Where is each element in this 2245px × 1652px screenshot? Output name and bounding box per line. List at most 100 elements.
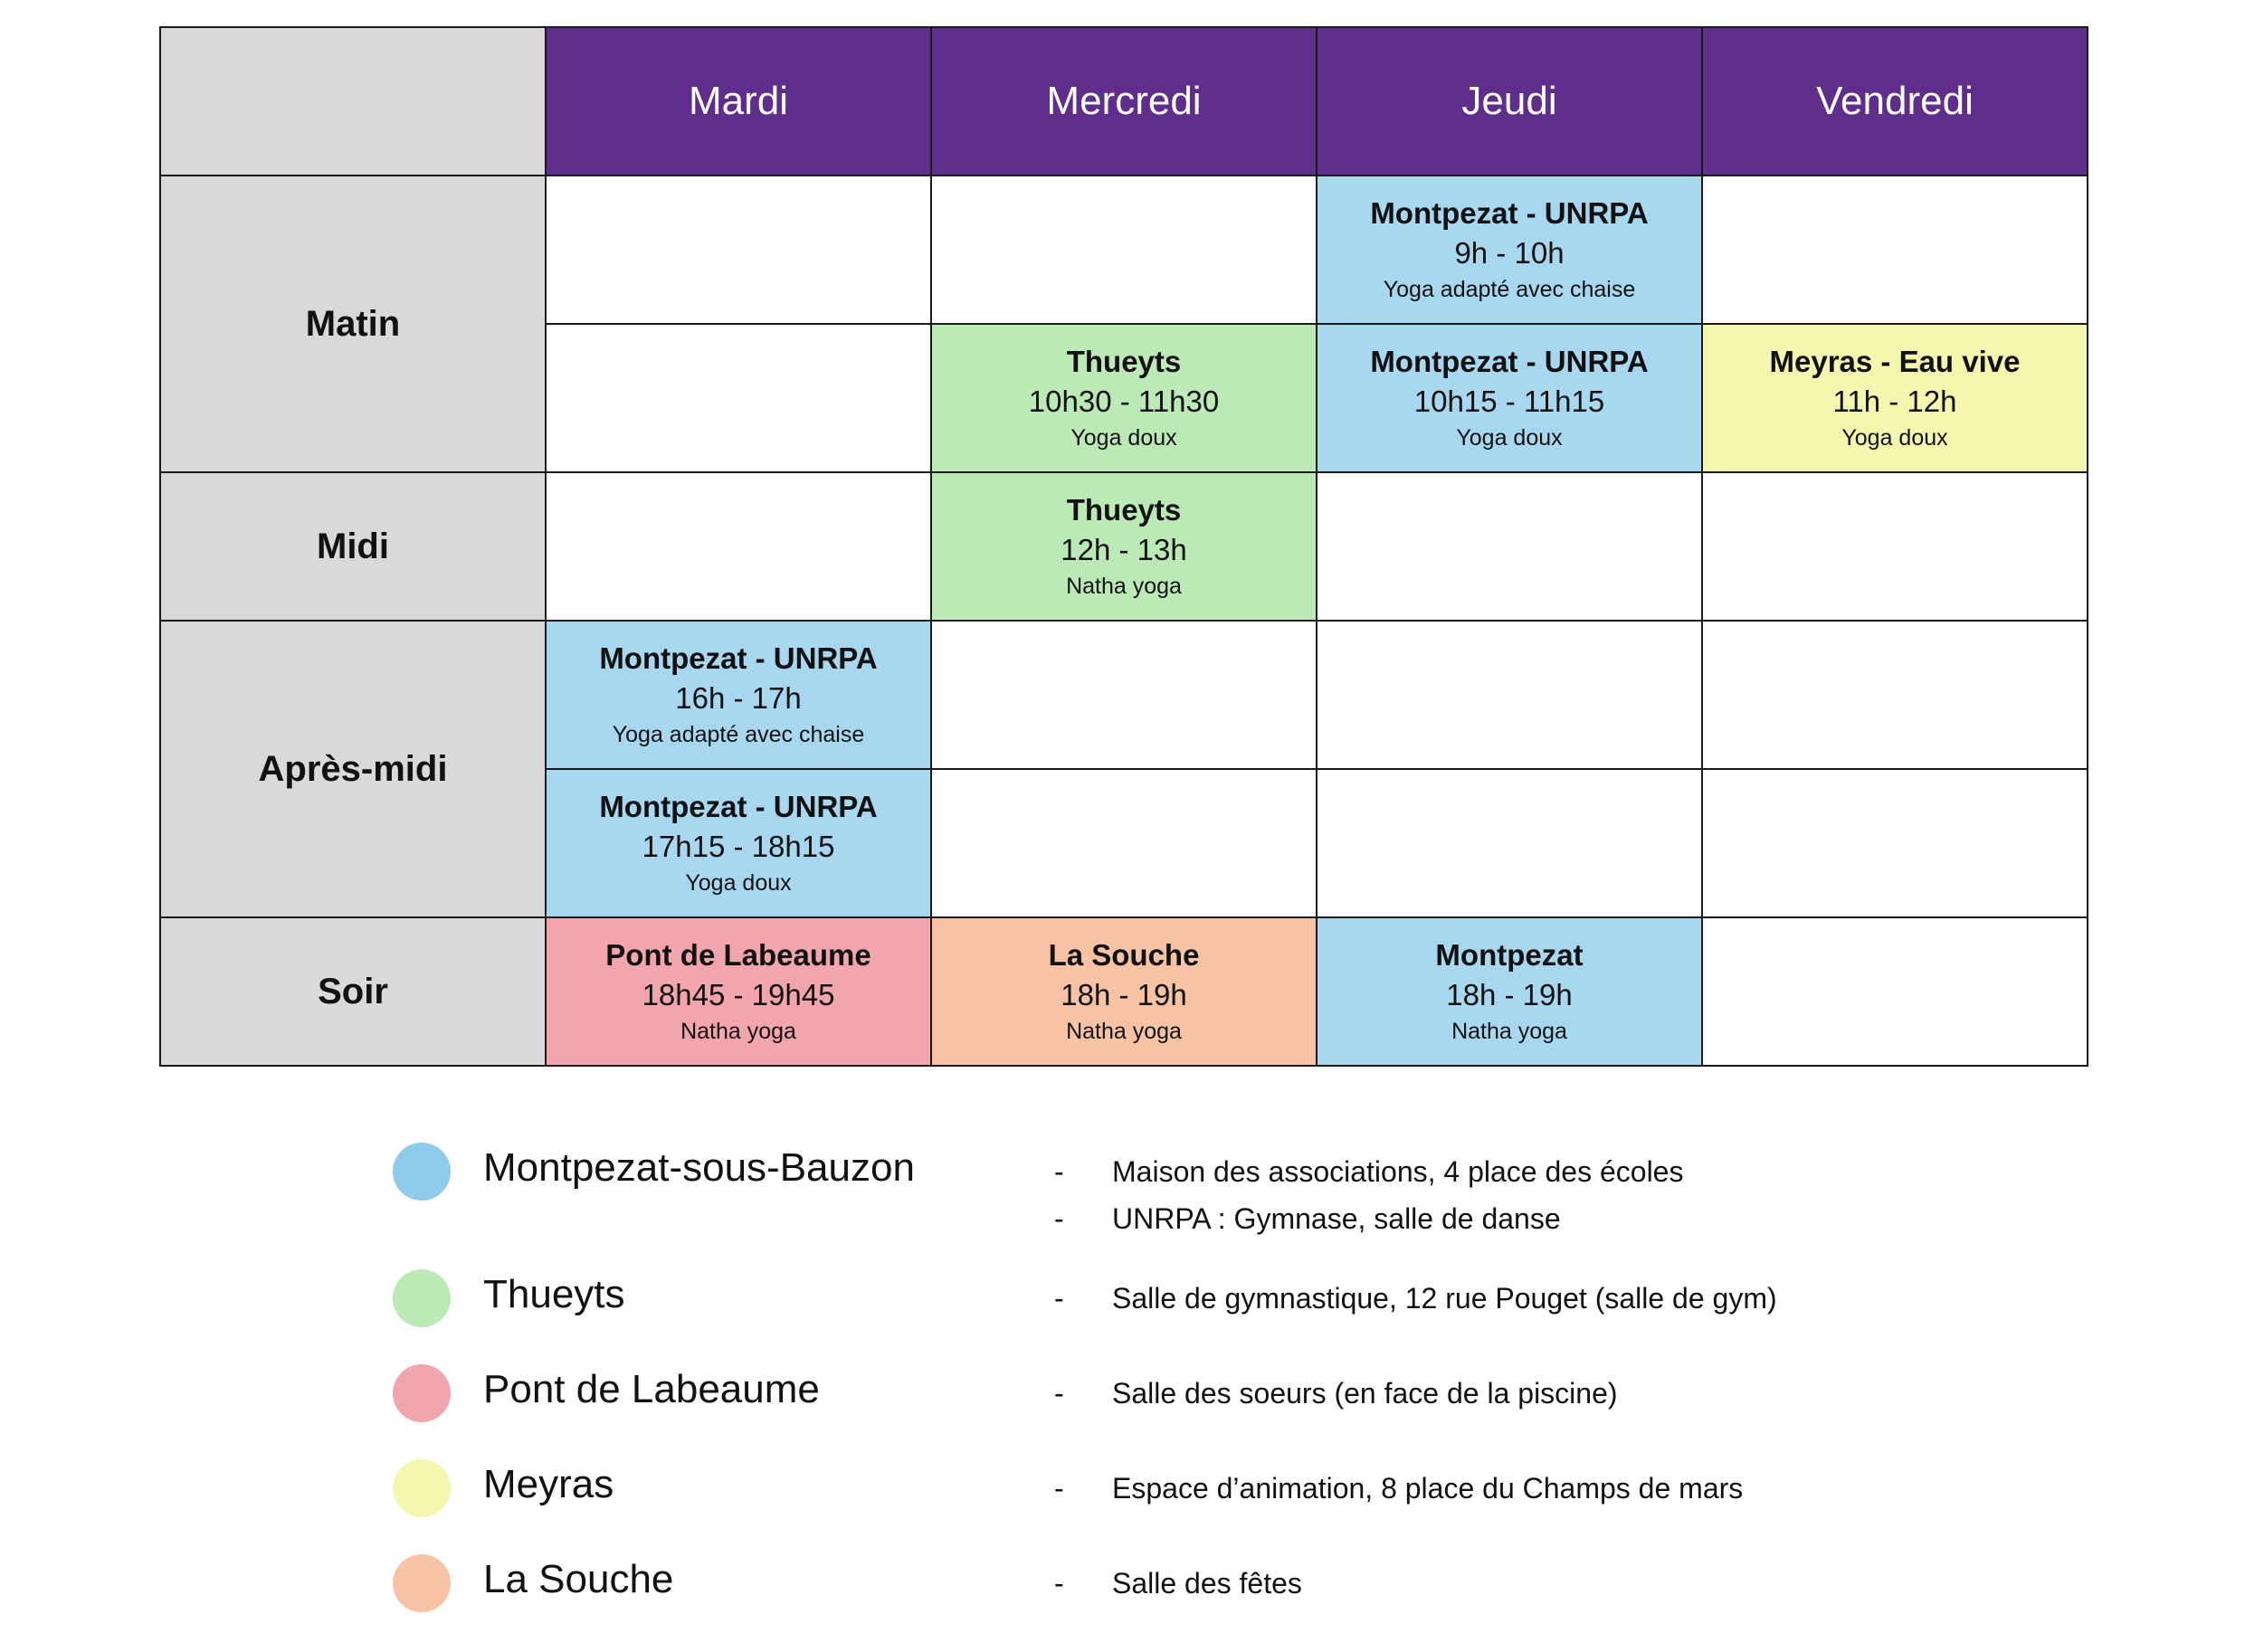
slot-place: Montpezat - UNRPA bbox=[1370, 345, 1649, 378]
header-row: Mardi Mercredi Jeudi Vendredi bbox=[159, 26, 2088, 176]
address-text: UNRPA : Gymnase, salle de danse bbox=[1112, 1202, 1561, 1235]
schedule-table: Mardi Mercredi Jeudi Vendredi Matin Mont… bbox=[159, 26, 2088, 1067]
slot-mardi-matin-1 bbox=[545, 175, 932, 325]
slot-time: 18h45 - 19h45 bbox=[642, 978, 835, 1011]
slot-time: 12h - 13h bbox=[1061, 533, 1187, 566]
slot-type: Yoga doux bbox=[1456, 425, 1563, 451]
day-header-mercredi: Mercredi bbox=[930, 26, 1318, 176]
slot-place: Thueyts bbox=[1066, 345, 1182, 378]
legend-address: - Espace d’animation, 8 place du Champs d… bbox=[1054, 1465, 1743, 1512]
slot-mercredi-matin-1 bbox=[930, 175, 1318, 325]
dash: - bbox=[1054, 1472, 1064, 1505]
legend-addresses: - Salle des fêtes bbox=[1054, 1560, 1302, 1607]
slot-place: La Souche bbox=[1048, 938, 1200, 972]
slot-vendredi-midi bbox=[1701, 471, 2088, 622]
address-text: Salle des fêtes bbox=[1112, 1567, 1302, 1600]
slot-jeudi-apres-midi-2 bbox=[1316, 768, 1703, 918]
legend-dot-thueyts bbox=[393, 1269, 451, 1327]
slot-vendredi-apres-midi-1 bbox=[1701, 620, 2088, 770]
dash: - bbox=[1054, 1282, 1064, 1315]
slot-mardi-apres-midi-2: Montpezat - UNRPA 17h15 - 18h15 Yoga dou… bbox=[545, 768, 932, 918]
slot-mercredi-matin-2: Thueyts 10h30 - 11h30 Yoga doux bbox=[930, 323, 1318, 473]
row-apres-midi-2: Montpezat - UNRPA 17h15 - 18h15 Yoga dou… bbox=[160, 768, 2088, 918]
legend-dot-la-souche bbox=[393, 1554, 451, 1612]
slot-place: Montpezat - UNRPA bbox=[599, 641, 878, 675]
slot-type: Natha yoga bbox=[1451, 1019, 1567, 1044]
legend-name: Meyras bbox=[483, 1462, 614, 1506]
slot-type: Natha yoga bbox=[1066, 574, 1182, 599]
slot-mercredi-apres-midi-2 bbox=[930, 768, 1318, 918]
slot-type: Yoga doux bbox=[1841, 425, 1948, 451]
slot-jeudi-matin-2: Montpezat - UNRPA 10h15 - 11h15 Yoga dou… bbox=[1316, 323, 1703, 473]
slot-vendredi-matin-1 bbox=[1701, 175, 2088, 325]
slot-vendredi-apres-midi-2 bbox=[1701, 768, 2088, 918]
legend-address: - UNRPA : Gymnase, salle de danse bbox=[1054, 1195, 1683, 1242]
legend-item-pont-de-labeaume: Pont de Labeaume -Salle des soeurs (en f… bbox=[389, 1357, 1927, 1452]
slot-mercredi-midi: Thueyts 12h - 13h Natha yoga bbox=[930, 471, 1318, 622]
slot-place: Montpezat - UNRPA bbox=[1370, 196, 1649, 230]
period-apres-midi: Après-midi bbox=[159, 620, 547, 918]
slot-mardi-midi bbox=[545, 471, 932, 622]
row-matin-1: Matin Montpezat - UNRPA 9h - 10h Yoga ad… bbox=[159, 175, 2088, 473]
day-header-mardi: Mardi bbox=[545, 26, 932, 176]
slot-time: 10h30 - 11h30 bbox=[1028, 385, 1220, 418]
dash: - bbox=[1054, 1567, 1064, 1600]
slot-vendredi-matin-2: Meyras - Eau vive 11h - 12h Yoga doux bbox=[1701, 323, 2088, 473]
slot-place: Pont de Labeaume bbox=[605, 938, 871, 972]
dash: - bbox=[1054, 1202, 1064, 1235]
legend-address: - Salle des fêtes bbox=[1054, 1560, 1302, 1607]
slot-jeudi-matin-1: Montpezat - UNRPA 9h - 10h Yoga adapté a… bbox=[1316, 175, 1703, 325]
legend-item-montpezat: Montpezat-sous-Bauzon -Maison des associ… bbox=[389, 1135, 1927, 1262]
slot-place: Thueyts bbox=[1066, 493, 1182, 527]
legend-addresses: - Salle de gymnastique, 12 rue Pouget (sa… bbox=[1054, 1275, 1777, 1322]
slot-place: Montpezat - UNRPA bbox=[599, 790, 878, 823]
slot-jeudi-midi bbox=[1316, 471, 1703, 622]
period-soir: Soir bbox=[159, 916, 547, 1067]
legend-item-meyras: Meyras - Espace d’animation, 8 place du C… bbox=[389, 1452, 1927, 1547]
legend-name: Thueyts bbox=[483, 1272, 625, 1316]
legend-item-la-souche: La Souche - Salle des fêtes bbox=[389, 1547, 1927, 1642]
legend-dot-meyras bbox=[393, 1459, 451, 1517]
slot-time: 16h - 17h bbox=[675, 681, 802, 715]
legend-name: Montpezat-sous-Bauzon bbox=[483, 1145, 915, 1190]
row-apres-midi-1: Après-midi Montpezat - UNRPA 16h - 17h Y… bbox=[159, 620, 2088, 918]
day-header-vendredi: Vendredi bbox=[1701, 26, 2088, 176]
slot-vendredi-soir bbox=[1701, 916, 2088, 1067]
address-text: Salle des soeurs (en face de la piscine) bbox=[1112, 1377, 1618, 1410]
legend-name: Pont de Labeaume bbox=[483, 1367, 820, 1411]
legend-address: -Maison des associations, 4 place des éc… bbox=[1054, 1148, 1683, 1195]
slot-type: Yoga adapté avec chaise bbox=[1383, 277, 1636, 302]
slot-place: Montpezat bbox=[1435, 938, 1584, 972]
day-header-jeudi: Jeudi bbox=[1316, 26, 1703, 176]
slot-time: 9h - 10h bbox=[1454, 236, 1565, 270]
slot-time: 18h - 19h bbox=[1061, 978, 1187, 1011]
legend-address: - Salle de gymnastique, 12 rue Pouget (sa… bbox=[1054, 1275, 1777, 1322]
dash: - bbox=[1054, 1155, 1064, 1188]
legend: Montpezat-sous-Bauzon -Maison des associ… bbox=[389, 1135, 1927, 1642]
address-text: Espace d’animation, 8 place du Champs de… bbox=[1112, 1472, 1744, 1505]
period-matin: Matin bbox=[159, 175, 547, 473]
period-midi: Midi bbox=[159, 471, 547, 622]
row-matin-2: Thueyts 10h30 - 11h30 Yoga doux Montpeza… bbox=[160, 323, 2088, 473]
slot-mercredi-soir: La Souche 18h - 19h Natha yoga bbox=[930, 916, 1318, 1067]
slot-time: 11h - 12h bbox=[1832, 385, 1957, 418]
slot-mardi-apres-midi-1: Montpezat - UNRPA 16h - 17h Yoga adapté … bbox=[545, 620, 932, 770]
slot-type: Yoga adapté avec chaise bbox=[612, 722, 865, 747]
legend-address: -Salle des soeurs (en face de la piscine… bbox=[1054, 1370, 1618, 1417]
legend-dot-montpezat bbox=[393, 1143, 451, 1201]
row-soir: Soir Pont de Labeaume 18h45 - 19h45 Nath… bbox=[159, 916, 2088, 1067]
slot-jeudi-soir: Montpezat 18h - 19h Natha yoga bbox=[1316, 916, 1703, 1067]
slot-time: 17h15 - 18h15 bbox=[642, 830, 835, 863]
slot-place: Meyras - Eau vive bbox=[1769, 345, 2021, 378]
slot-type: Natha yoga bbox=[680, 1019, 796, 1044]
slot-type: Natha yoga bbox=[1066, 1019, 1182, 1044]
slot-type: Yoga doux bbox=[685, 870, 792, 896]
slot-time: 18h - 19h bbox=[1446, 978, 1573, 1011]
slot-mardi-soir: Pont de Labeaume 18h45 - 19h45 Natha yog… bbox=[545, 916, 932, 1067]
slot-mercredi-apres-midi-1 bbox=[930, 620, 1318, 770]
legend-addresses: - Espace d’animation, 8 place du Champs d… bbox=[1054, 1465, 1743, 1512]
slot-time: 10h15 - 11h15 bbox=[1413, 385, 1605, 418]
legend-addresses: -Maison des associations, 4 place des éc… bbox=[1054, 1148, 1683, 1242]
address-text: Salle de gymnastique, 12 rue Pouget (sal… bbox=[1112, 1282, 1777, 1315]
legend-name: La Souche bbox=[483, 1557, 674, 1601]
